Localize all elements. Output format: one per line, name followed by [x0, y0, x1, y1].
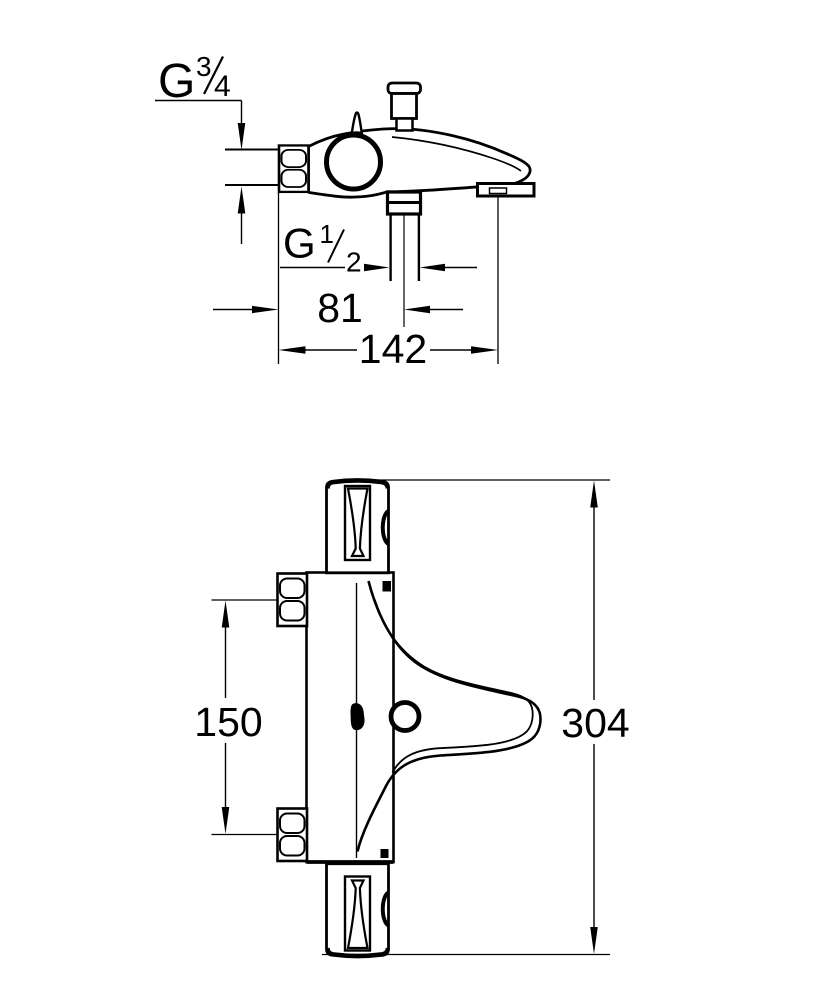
aerator-notch — [488, 187, 508, 195]
dim-150-arrow-up — [221, 600, 230, 628]
dim-81-label: 81 — [317, 285, 363, 331]
g12-fraction-slash — [327, 229, 345, 263]
dim-142-arrow-right — [471, 346, 498, 354]
wall-nut-top — [276, 572, 309, 628]
spout-outer-curve — [356, 580, 542, 852]
handle-top — [327, 480, 389, 573]
diverter-knob-cap — [386, 81, 422, 95]
dim-304-arrow-down — [590, 927, 598, 954]
dimension-81: 81 — [213, 285, 463, 331]
dimensions: G 3 4 G 1 2 81 — [155, 51, 630, 956]
button-circle — [388, 700, 422, 733]
g12-denominator: 2 — [346, 247, 362, 278]
dimension-g12: G 1 2 — [280, 219, 477, 278]
spout-highlight-line — [391, 136, 522, 172]
dim-81-arrow-left — [252, 305, 279, 314]
g34-arrow-down — [237, 123, 246, 150]
g34-fraction-slash — [203, 56, 224, 95]
dim-142-arrow-left — [278, 346, 306, 354]
g12-arrow-right — [364, 263, 390, 272]
front-view — [276, 480, 542, 957]
g34-denominator: 4 — [214, 70, 231, 103]
dim-142-label: 142 — [359, 326, 427, 372]
dim-304-arrow-up — [590, 480, 598, 508]
dim-81-arrow-right — [404, 305, 430, 314]
g12-arrow-left — [419, 263, 445, 272]
g12-prefix: G — [283, 220, 316, 267]
dimension-g34: G 3 4 — [155, 51, 246, 244]
dimension-150: 150 — [194, 599, 278, 836]
top-view — [225, 81, 536, 327]
g34-prefix: G — [158, 55, 195, 108]
dim-304-label: 304 — [561, 700, 629, 746]
dim-150-arrow-down — [221, 807, 230, 834]
wall-nut-bottom — [276, 807, 309, 863]
body-notch-bottom — [380, 849, 389, 858]
dimension-142: 142 — [277, 193, 499, 372]
handle-bottom — [327, 864, 389, 957]
spout-inner-curve — [373, 598, 534, 773]
temperature-mark — [350, 703, 365, 731]
handle-knob-circle — [324, 132, 383, 192]
body-notch-top — [382, 581, 391, 592]
diverter-knob-neck — [395, 117, 414, 132]
g12-numerator: 1 — [320, 219, 334, 249]
g34-numerator: 3 — [196, 51, 212, 82]
diverter-knob-stem — [390, 92, 418, 120]
dim-150-label: 150 — [194, 699, 262, 745]
inlet-hex-nut — [277, 144, 310, 194]
handle-index-pointer — [350, 111, 364, 136]
g34-arrow-up — [237, 186, 246, 214]
dimension-304: 304 — [322, 479, 630, 956]
